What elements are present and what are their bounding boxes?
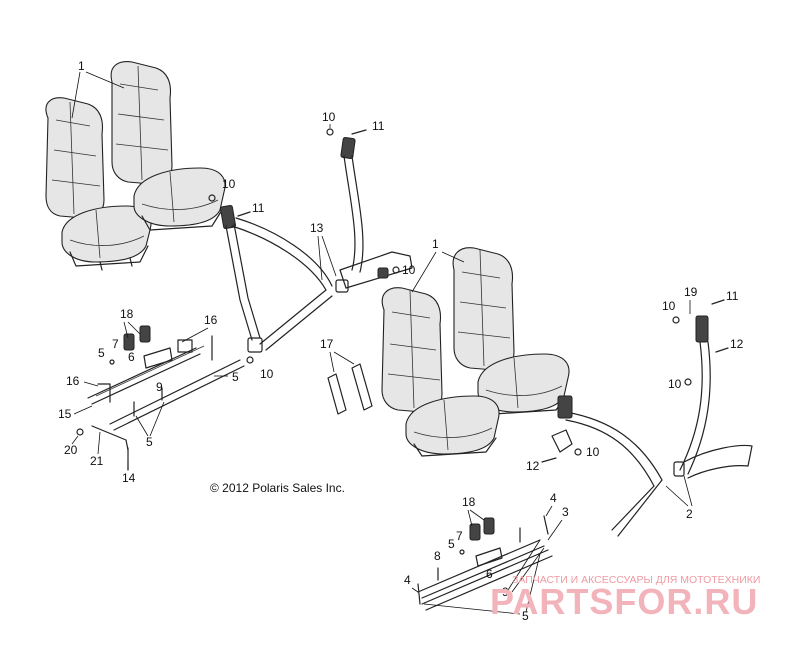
callout-11: 11: [252, 201, 265, 215]
callout-11: 11: [372, 119, 385, 133]
callout-10-left-belt: 10: [246, 356, 274, 381]
callout-12: 12: [526, 459, 540, 473]
callout-16: 16: [66, 374, 80, 388]
callout-10-11-top-center: 10 11: [322, 110, 385, 136]
callout-1: 1: [432, 237, 439, 251]
callout-17: 17: [320, 337, 334, 351]
callout-10: 10: [668, 377, 682, 391]
callout-9: 9: [156, 380, 163, 394]
callout-2: 2: [686, 507, 693, 521]
watermark-brand: PARTSFOR.RU: [490, 581, 758, 622]
callout-5: 5: [522, 609, 529, 623]
callouts-right-belt: 10 19 11 12 10 12 10 2: [526, 285, 744, 521]
callout-14: 14: [122, 471, 136, 485]
callout-9: 9: [502, 585, 509, 599]
callout-10: 10: [260, 367, 274, 381]
watermark: ЗАПЧАСТИ И АКСЕССУАРЫ ДЛЯ МОТОТЕХНИКИ PA…: [490, 574, 760, 622]
callout-1: 1: [78, 59, 85, 73]
rail-assembly-left: [76, 325, 245, 471]
seat-right-front: [381, 287, 500, 457]
callout-18: 18: [120, 307, 134, 321]
callout-10-center: 10: [392, 263, 416, 277]
callout-5: 5: [98, 346, 105, 360]
callout-6: 6: [128, 350, 135, 364]
callout-15: 15: [58, 407, 72, 421]
callout-10: 10: [662, 299, 676, 313]
callout-4: 4: [404, 573, 411, 587]
callout-10: 10: [322, 110, 336, 124]
callout-12: 12: [730, 337, 744, 351]
callout-11: 11: [726, 289, 739, 303]
callout-10: 10: [222, 177, 236, 191]
callout-7: 7: [456, 529, 463, 543]
callout-21: 21: [90, 454, 104, 468]
callout-19: 19: [684, 285, 698, 299]
pads-17: 17: [320, 337, 373, 415]
seat-belt-upper-left: [219, 204, 333, 353]
callout-1-right: 1: [411, 237, 465, 293]
callout-20: 20: [64, 443, 78, 457]
callout-18: 18: [462, 495, 476, 509]
callout-5: 5: [232, 370, 239, 384]
seat-belt-upper-center: [335, 137, 413, 293]
callout-16: 16: [204, 313, 218, 327]
callout-10: 10: [586, 445, 600, 459]
rail-assembly-bottom: [417, 515, 553, 611]
callout-13: 13: [310, 221, 324, 235]
callout-3: 3: [562, 505, 569, 519]
callout-6: 6: [486, 567, 493, 581]
callouts-left-rail: 18 16 5 7 6 5 9 16 15 5 20 21 14: [58, 307, 239, 485]
callout-13: 13: [310, 221, 337, 281]
callout-1-top: 1: [71, 59, 125, 119]
seat-top-left-rear: [45, 97, 152, 271]
callout-8: 8: [434, 549, 441, 563]
callout-4: 4: [550, 491, 557, 505]
watermark-tagline: ЗАПЧАСТИ И АКСЕССУАРЫ ДЛЯ МОТОТЕХНИКИ: [512, 574, 760, 586]
seat-belt-right: [551, 315, 753, 537]
callout-5: 5: [146, 435, 153, 449]
callout-10: 10: [402, 263, 416, 277]
callout-5: 5: [448, 537, 455, 551]
seat-right-rear: [452, 247, 570, 415]
copyright-notice: © 2012 Polaris Sales Inc.: [210, 481, 345, 495]
callout-10-11-left: 10 11: [208, 177, 265, 217]
seat-top-left-front: [110, 61, 226, 231]
callout-7: 7: [112, 337, 119, 351]
callouts-bottom-rail: 18 4 3 7 5 8 6 4 9 5: [404, 491, 569, 623]
